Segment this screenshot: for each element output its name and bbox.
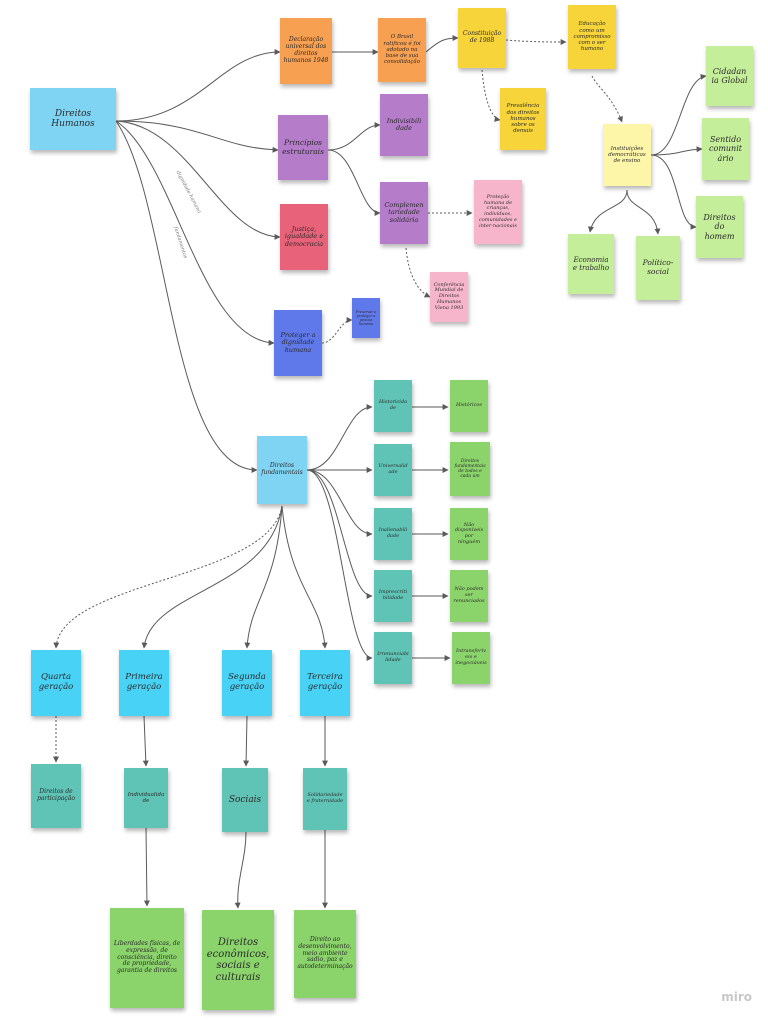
note-desenvolvimento[interactable]: Direito ao desenvolvimento, meio ambient… <box>294 910 356 998</box>
edge-label-fundamentos: fundamentos <box>172 226 189 260</box>
note-conferencia[interactable]: Conferência Mundial de Direitos Humanos … <box>430 272 468 322</box>
connector-3 <box>115 120 281 240</box>
note-sentido[interactable]: Sentido comunit ário <box>702 118 749 180</box>
note-sociais[interactable]: Sociais <box>222 768 268 832</box>
connector-1 <box>115 49 281 122</box>
note-irrenunciabilidade[interactable]: Irrenunciabi lidade <box>374 632 412 684</box>
note-politico[interactable]: Político-social <box>636 236 680 300</box>
note-individualidade[interactable]: Individualidade <box>124 768 168 828</box>
note-liberdades[interactable]: Liberdades físicas, de expressão, de con… <box>110 908 184 1008</box>
note-cidadania[interactable]: Cidadan ia Global <box>706 46 753 106</box>
note-imprescritibilidade[interactable]: Imprescriti bilidade <box>374 570 412 622</box>
note-segunda-geracao[interactable]: Segunda geração <box>222 650 272 716</box>
note-proteger-detail[interactable]: Preservar e proteger a pessoa humana <box>352 298 380 338</box>
note-irrenunciabilidade-detail[interactable]: Intransferíveis e inegociáveis <box>452 632 490 684</box>
note-instituicoes[interactable]: Instituições democráticas de ensino <box>603 124 651 186</box>
note-terceira-geracao[interactable]: Terceira geração <box>300 650 350 716</box>
note-principios[interactable]: Princípios estruturais <box>278 115 328 180</box>
note-historicidade[interactable]: Historicida de <box>374 380 412 432</box>
note-economia[interactable]: Economia e trabalho <box>568 234 614 294</box>
note-direitos-fundamentais[interactable]: Direitos fundamentais <box>257 436 307 504</box>
miro-logo: miro <box>721 990 752 1004</box>
connector-16 <box>650 73 707 156</box>
connector-15 <box>321 317 353 344</box>
connector-24 <box>306 469 373 599</box>
connector-20 <box>626 189 661 235</box>
connector-23 <box>306 469 373 537</box>
note-direitos-homem[interactable]: Direitos do homem <box>696 196 743 258</box>
note-declaracao[interactable]: Declaração universal dos direitos humano… <box>280 18 332 84</box>
connector-2 <box>115 120 279 153</box>
connector-18 <box>650 154 697 230</box>
note-economicos[interactable]: Direitos econômicos, sociais e culturais <box>202 910 274 1010</box>
note-imprescritibilidade-detail[interactable]: Não podem ser renunciados <box>450 570 488 622</box>
connector-14 <box>405 247 431 298</box>
note-brasil[interactable]: O Brasil ratificou é foi adotado na base… <box>378 18 426 82</box>
edge-label-dignidade: dignidade humana <box>174 170 203 215</box>
connector-40 <box>234 831 247 909</box>
note-fraternidade[interactable]: Solidariedade e fraternidade <box>303 768 347 830</box>
connector-10 <box>591 75 623 123</box>
note-universalidade[interactable]: Universalid ade <box>374 444 412 496</box>
connector-21 <box>306 404 373 471</box>
note-complementariedade[interactable]: Complemen tariedade solidária <box>380 182 428 244</box>
connector-25 <box>306 469 373 661</box>
connector-7 <box>425 35 459 53</box>
connector-17 <box>650 146 703 156</box>
note-quarta-geracao[interactable]: Quarta geração <box>31 650 81 716</box>
connector-33 <box>244 505 283 649</box>
note-universalidade-detail[interactable]: Direitos fundamentais de todos e cada um <box>450 442 490 496</box>
connector-5 <box>115 120 258 473</box>
note-direitos-humanos[interactable]: Direitos Humanos <box>30 88 116 150</box>
connector-37 <box>243 715 250 767</box>
note-inalienabilidade-detail[interactable]: Não disponíveis por ninguém <box>450 508 488 560</box>
connector-31 <box>53 505 283 649</box>
connector-4 <box>115 120 275 346</box>
connector-9 <box>481 69 501 122</box>
connector-12 <box>327 149 381 216</box>
connector-39 <box>143 827 150 907</box>
note-educacao[interactable]: Educação como um compromisso com o ser h… <box>568 5 616 69</box>
note-constituicao[interactable]: Constituição de 1988 <box>458 8 506 68</box>
note-proteger[interactable]: Proteger a dignidade humana <box>274 310 322 376</box>
note-justica[interactable]: Justiça, igualdade e democracia <box>280 204 328 270</box>
note-primeira-geracao[interactable]: Primeira geração <box>119 650 169 716</box>
connector-8 <box>505 38 567 45</box>
connector-11 <box>327 122 381 151</box>
connector-36 <box>142 715 149 767</box>
note-historicos[interactable]: Históricos <box>450 380 488 432</box>
connector-32 <box>141 505 283 649</box>
note-inalienabilidade[interactable]: Inalienabili dade <box>374 508 412 560</box>
note-indivisibilidade[interactable]: Indivisibili dade <box>380 94 428 156</box>
connector-19 <box>588 189 628 233</box>
note-protecao[interactable]: Proteção humana de crianças, indivíduos,… <box>474 180 522 244</box>
note-participacao[interactable]: Direitos de participação <box>31 764 81 828</box>
note-prevalencia[interactable]: Prevalência dos direitos humanos sobre o… <box>500 88 546 150</box>
connector-34 <box>281 505 328 649</box>
